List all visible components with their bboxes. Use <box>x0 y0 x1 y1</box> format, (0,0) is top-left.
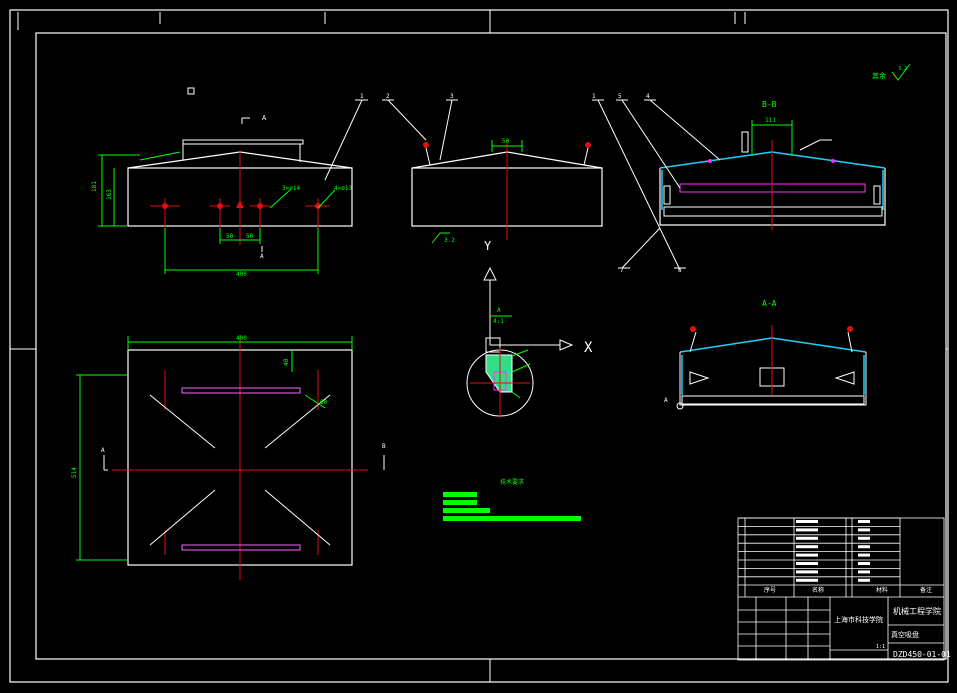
col-seq: 序号 <box>764 586 776 594</box>
dim-hole-note-2: 4×ø13 <box>334 185 352 192</box>
roughness-note: 其余 <box>872 71 886 80</box>
parts-list-name-cell <box>796 553 818 557</box>
tech-requirements: 技术要求 <box>443 478 581 521</box>
center-marks <box>10 10 948 682</box>
section-bb[interactable]: B-B 111 <box>592 99 886 271</box>
parts-list-material-cell <box>858 553 870 557</box>
roughness-value-top: 3.2 <box>898 66 907 72</box>
dim-hole-note: 3×ø14 <box>282 185 300 192</box>
axis-y-label: Y <box>484 239 492 253</box>
parts-list-material-cell <box>858 545 870 549</box>
col-material: 材料 <box>876 586 888 594</box>
parts-list-name-cell <box>796 520 818 523</box>
section-aa[interactable]: A-A A <box>664 299 867 410</box>
dim-front-width: 400 <box>236 271 247 278</box>
part-name: 真空吸盘 <box>891 630 919 639</box>
dim-plan-offset: 40 <box>283 358 290 366</box>
parts-list-name-cell <box>796 562 818 565</box>
tech-req-title: 技术要求 <box>500 478 524 486</box>
detail-a[interactable]: A 4:1 <box>466 307 534 418</box>
parts-list-name-cell <box>796 528 818 532</box>
svg-text:4: 4 <box>646 93 650 100</box>
dim-side-top: 50 <box>502 138 510 145</box>
parts-list-name-cell <box>796 545 818 549</box>
dim-plan-edge: 60 <box>320 399 328 406</box>
svg-text:3: 3 <box>450 93 454 100</box>
school-name: 机械工程学院 <box>893 606 941 616</box>
col-name: 名称 <box>812 586 824 594</box>
axis-x-label: X <box>584 340 593 356</box>
title-block[interactable] <box>737 517 945 661</box>
view-a-marker-bottom: A <box>260 253 264 260</box>
section-aa-label: A-A <box>762 299 777 308</box>
axis-symbol: Y X <box>483 239 593 356</box>
svg-text:2: 2 <box>386 93 390 100</box>
view-a-marker-top: A <box>262 114 267 122</box>
roughness-value-side: 3.2 <box>444 237 455 244</box>
project-name: 上海市科技学院 <box>834 615 883 624</box>
col-remark: 备注 <box>920 586 932 594</box>
svg-text:1: 1 <box>592 93 596 100</box>
svg-text:8: 8 <box>678 267 682 274</box>
dim-height-2: 163 <box>106 189 113 200</box>
parts-list-material-cell <box>858 570 870 574</box>
leader-numbers: 1 2 3 1 5 4 7 8 <box>360 93 682 274</box>
dim-spacing-1: 50 <box>226 233 234 240</box>
section-bb-label: B-B <box>762 100 777 109</box>
title-block-text: 序号 名称 材料 备注 上海市科技学院 机械工程学院 真空吸盘 DZD450-0… <box>764 586 951 659</box>
parts-list-material-cell <box>858 578 870 582</box>
side-view[interactable]: 50 3.2 <box>382 99 603 244</box>
view-b-marker: B <box>382 443 386 450</box>
scale-value: 1:1 <box>876 644 885 650</box>
parts-list-material-cell <box>858 562 870 565</box>
dim-plan-width: 400 <box>236 335 247 342</box>
svg-text:7: 7 <box>620 267 624 274</box>
svg-text:5: 5 <box>618 93 622 100</box>
dim-height-1: 181 <box>91 181 98 192</box>
drawing-number: DZD450-01-01 <box>893 650 951 659</box>
dim-spacing-2: 50 <box>246 233 254 240</box>
parts-list-material-cell <box>858 536 870 540</box>
inner-border <box>35 32 947 660</box>
svg-text:1: 1 <box>360 93 364 100</box>
parts-list-name-cell <box>796 536 818 540</box>
front-view[interactable]: 400 50 50 181 163 3×ø14 4×ø13 A A <box>91 87 368 278</box>
detail-a-label: A <box>497 307 501 314</box>
dim-section-top: 111 <box>765 117 776 124</box>
detail-a-scale: 4:1 <box>493 318 504 325</box>
parts-list-material-cell <box>858 528 870 532</box>
dim-plan-depth: 514 <box>71 467 78 478</box>
roughness-symbol <box>891 63 911 81</box>
parts-list-name-cell <box>796 578 818 582</box>
parts-list-name-cell <box>796 570 818 574</box>
section-aa-detail-marker: A <box>664 397 668 404</box>
outer-border <box>9 9 949 683</box>
plan-view[interactable]: 400 514 40 60 A B <box>71 335 386 580</box>
view-a-marker-plan: A <box>101 447 105 454</box>
parts-list-material-cell <box>858 520 870 523</box>
